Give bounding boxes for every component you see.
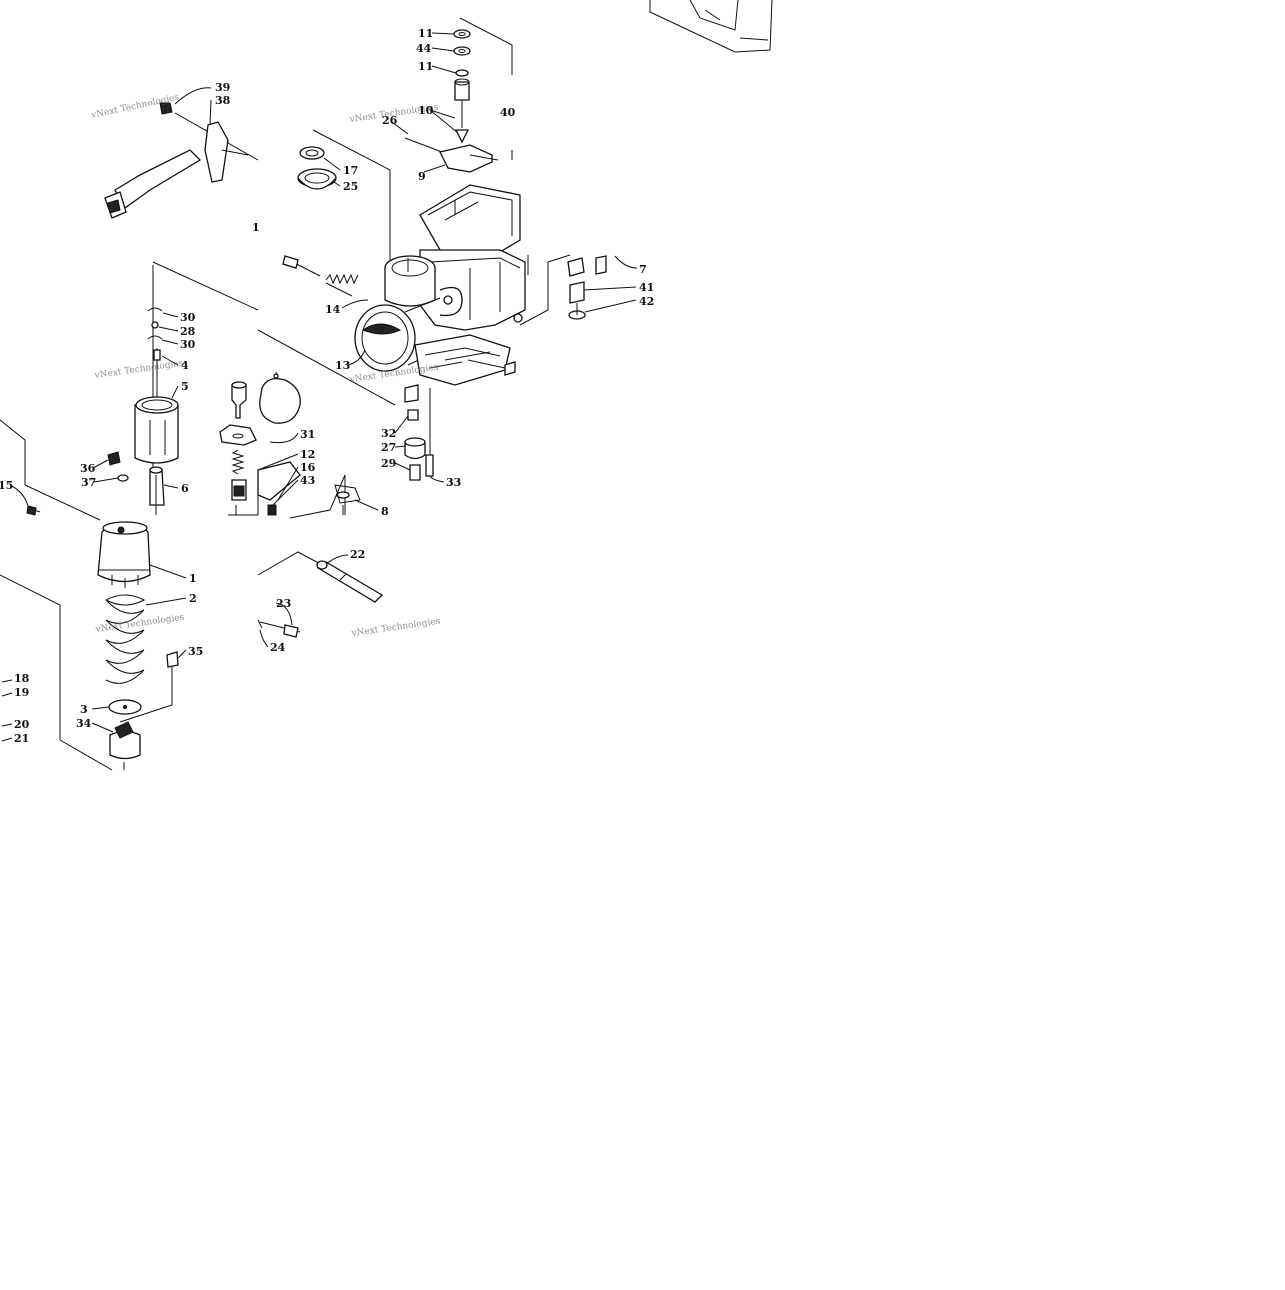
callout-11a: 11 bbox=[418, 27, 433, 40]
throttle-lever-assembly bbox=[104, 102, 249, 219]
callout-2: 2 bbox=[189, 592, 197, 605]
callout-17: 17 bbox=[343, 164, 358, 177]
callout-31: 31 bbox=[300, 428, 315, 441]
callout-8: 8 bbox=[381, 505, 389, 518]
callout-40: 40 bbox=[500, 106, 516, 119]
callout-24: 24 bbox=[270, 641, 286, 654]
callout-9: 9 bbox=[418, 170, 426, 183]
callout-11b: 11 bbox=[418, 60, 433, 73]
callout-7: 7 bbox=[639, 263, 647, 276]
callout-3: 3 bbox=[80, 703, 88, 716]
callout-4: 4 bbox=[181, 359, 189, 372]
callout-18: 18 bbox=[14, 672, 30, 685]
callout-33: 33 bbox=[446, 476, 461, 489]
diaphragm-cap bbox=[297, 146, 337, 190]
callout-14: 14 bbox=[325, 303, 341, 316]
callout-6: 6 bbox=[181, 482, 189, 495]
callout-1b: 1 bbox=[189, 572, 197, 585]
callout-1a: 1 bbox=[252, 221, 260, 234]
float-needle-stack bbox=[404, 29, 499, 173]
callout-32: 32 bbox=[381, 427, 396, 440]
callout-13: 13 bbox=[335, 359, 350, 372]
callout-27: 27 bbox=[381, 441, 396, 454]
callout-28: 28 bbox=[180, 325, 196, 338]
jet-float-cluster bbox=[219, 371, 301, 516]
callout-39: 39 bbox=[215, 81, 230, 94]
callout-36: 36 bbox=[80, 462, 96, 475]
callout-26: 26 bbox=[382, 114, 398, 127]
idle-screw-spring bbox=[282, 255, 359, 297]
callout-15: 15 bbox=[0, 479, 13, 492]
watermark-6: vNext Technologies bbox=[350, 617, 441, 640]
callout-25: 25 bbox=[343, 180, 358, 193]
callout-30a: 30 bbox=[180, 311, 196, 324]
partial-object-top-right bbox=[649, 0, 773, 53]
callout-29: 29 bbox=[381, 457, 396, 470]
callout-labels: 11 44 11 10 40 26 9 39 38 17 25 1 7 41 4… bbox=[0, 27, 654, 745]
callout-42: 42 bbox=[639, 295, 654, 308]
callout-38: 38 bbox=[215, 94, 231, 107]
callout-21: 21 bbox=[14, 732, 29, 745]
callout-20: 20 bbox=[14, 718, 30, 731]
callout-22: 22 bbox=[350, 548, 365, 561]
callout-19: 19 bbox=[14, 686, 29, 699]
callout-41: 41 bbox=[639, 281, 654, 294]
watermark-3: vNext Technologies bbox=[93, 359, 184, 382]
callout-10: 10 bbox=[418, 104, 434, 117]
callout-44: 44 bbox=[416, 42, 432, 55]
carb-top-spring bbox=[26, 505, 179, 760]
callout-16: 16 bbox=[300, 461, 316, 474]
needle-slide-stack bbox=[107, 307, 179, 515]
right-fittings bbox=[567, 255, 607, 320]
callout-5: 5 bbox=[181, 380, 189, 393]
callout-37: 37 bbox=[81, 476, 96, 489]
callout-34: 34 bbox=[76, 717, 92, 730]
left-edge-leaders bbox=[1, 679, 13, 742]
callout-30b: 30 bbox=[180, 338, 196, 351]
carburetor-body bbox=[354, 184, 526, 475]
callout-35: 35 bbox=[188, 645, 203, 658]
lower-screws bbox=[334, 409, 434, 515]
callout-43: 43 bbox=[300, 474, 315, 487]
callout-12: 12 bbox=[300, 448, 315, 461]
callout-23: 23 bbox=[276, 597, 291, 610]
callout-leaders bbox=[9, 32, 638, 733]
cable-adjuster bbox=[257, 560, 384, 638]
